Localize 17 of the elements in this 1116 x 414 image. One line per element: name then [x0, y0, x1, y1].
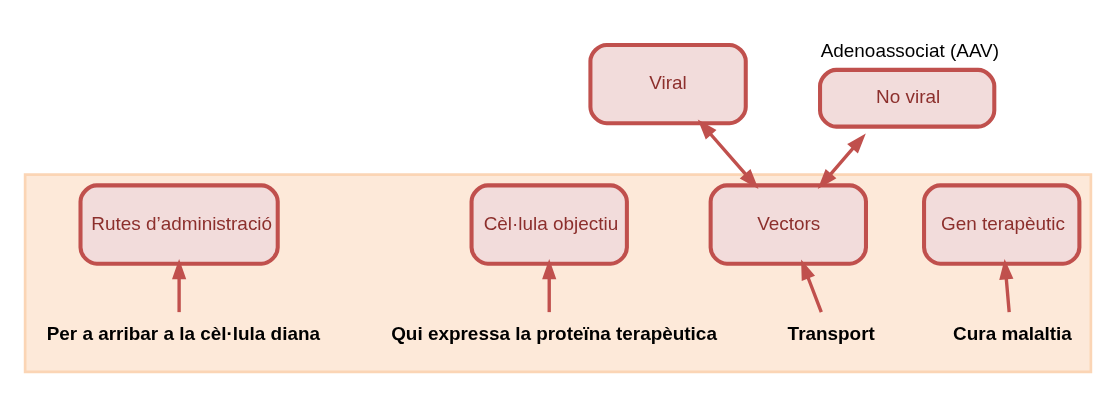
node-label: Adenoassociat (AAV)	[820, 40, 1000, 62]
node-box: Vectors	[708, 183, 868, 266]
node-box: Gen terapèutic	[922, 183, 1082, 266]
node-box: Viral	[588, 42, 748, 126]
cluster	[23, 173, 1093, 374]
node-text: Qui expressa la proteïna terapèutica	[391, 323, 717, 345]
arrow	[172, 259, 187, 313]
arrow	[697, 119, 759, 190]
node-box: Cèl·lula objectiu	[469, 183, 629, 266]
node-box: Rutes d’administració	[78, 183, 280, 266]
node-text: Transport	[787, 323, 875, 345]
arrow	[817, 133, 866, 190]
node-text: Cura malaltia	[953, 323, 1072, 345]
arrow	[542, 259, 557, 313]
arrow	[999, 259, 1014, 313]
arrow	[801, 259, 823, 313]
node-text: Per a arribar a la cèl·lula diana	[46, 323, 320, 345]
